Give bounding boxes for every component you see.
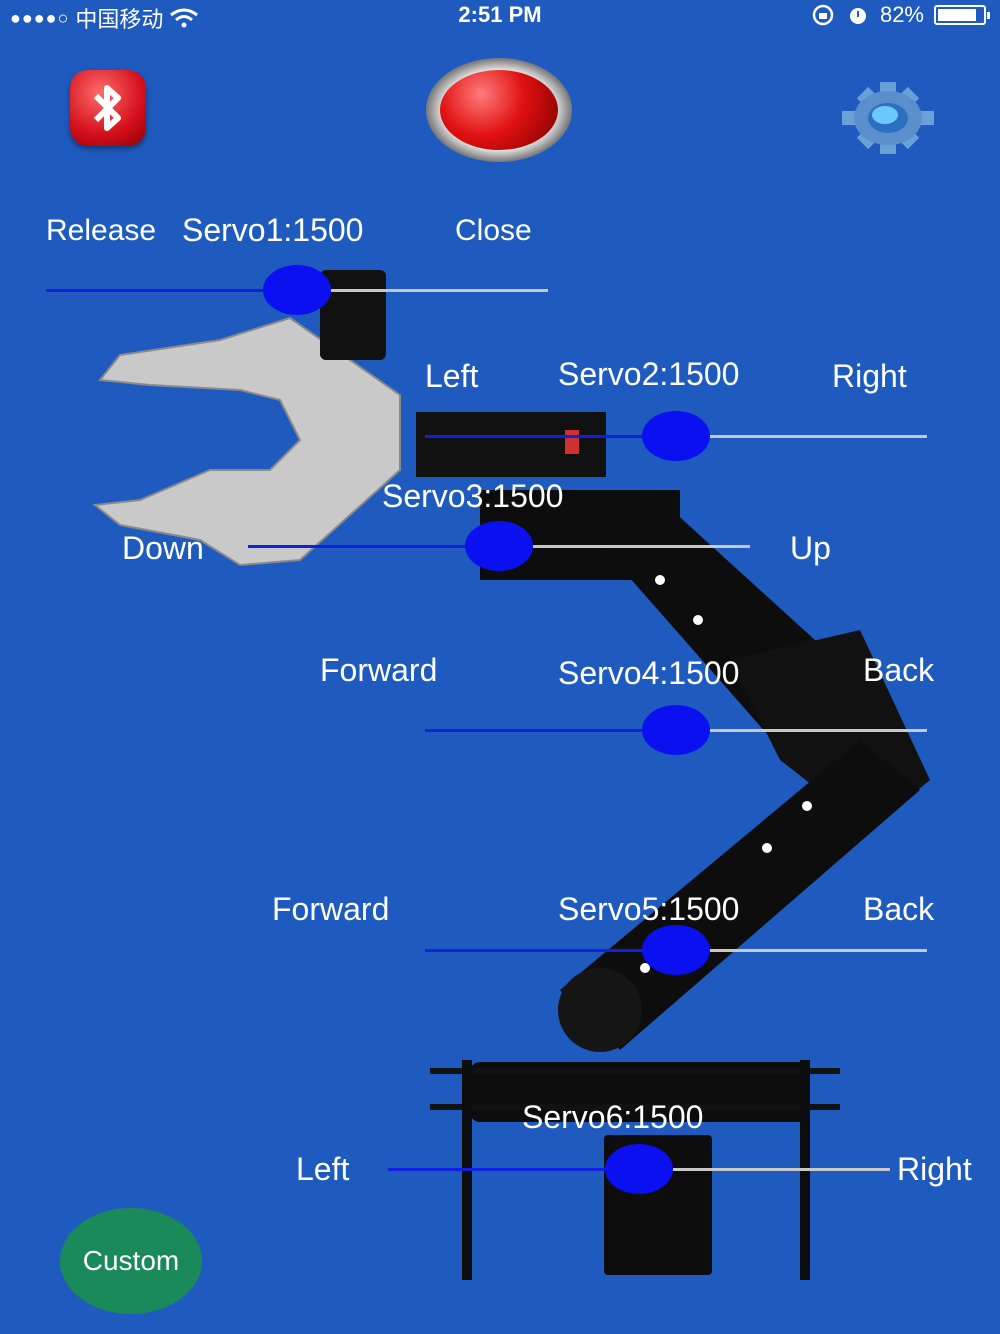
servo3-min-label: Down (122, 530, 204, 566)
slider-thumb[interactable] (465, 521, 533, 571)
alarm-icon (849, 8, 866, 24)
servo2-value-label: Servo2:1500 (558, 356, 740, 392)
servo5-max-label: Back (863, 891, 935, 927)
servo3-value-label: Servo3:1500 (382, 478, 564, 514)
slider-track-min (388, 1168, 639, 1171)
settings-button[interactable] (842, 82, 934, 154)
custom-button[interactable]: Custom (60, 1208, 202, 1314)
carrier-info: ●●●●○ 中国移动 (10, 2, 199, 34)
carrier-name: 中国移动 (75, 7, 164, 32)
slider-thumb[interactable] (263, 265, 331, 315)
servo4-slider[interactable] (425, 705, 927, 755)
record-icon (440, 70, 558, 150)
slider-track-max (639, 1168, 890, 1171)
servo3-slider[interactable] (248, 521, 750, 571)
servo5-min-label: Forward (272, 891, 390, 927)
system-indicators: 82% (810, 2, 990, 28)
bluetooth-button[interactable] (70, 70, 146, 146)
slider-track-min (425, 949, 676, 952)
slider-thumb[interactable] (642, 705, 710, 755)
slider-thumb[interactable] (642, 925, 710, 975)
servo6-slider[interactable] (388, 1144, 890, 1194)
status-bar: ●●●●○ 中国移动 2:51 PM 82% (0, 0, 1000, 32)
wifi-icon (170, 8, 199, 28)
servo2-max-label: Right (832, 358, 907, 394)
slider-track-min (425, 729, 676, 732)
servo6-max-label: Right (897, 1151, 972, 1187)
servo3-max-label: Up (790, 530, 831, 566)
slider-track-min (425, 435, 676, 438)
slider-thumb[interactable] (605, 1144, 673, 1194)
clock: 2:51 PM (458, 2, 542, 27)
servo4-min-label: Forward (320, 652, 438, 688)
shoulder-joint (558, 968, 642, 1052)
slider-track-min (46, 289, 297, 292)
slider-track-max (297, 289, 548, 292)
slider-track-max (499, 545, 750, 548)
servo2-slider[interactable] (425, 411, 927, 461)
gear-icon (842, 82, 934, 154)
servo1-min-label: Release (46, 214, 157, 247)
slider-thumb[interactable] (642, 411, 710, 461)
bluetooth-icon (93, 85, 121, 131)
servo5-slider[interactable] (425, 925, 927, 975)
slider-track-max (676, 729, 927, 732)
servo4-max-label: Back (863, 652, 935, 688)
servo2-min-label: Left (425, 358, 479, 394)
servo1-max-label: Close (455, 214, 532, 247)
servo6-value-label: Servo6:1500 (522, 1099, 704, 1135)
record-button[interactable] (426, 58, 572, 162)
slider-track-max (676, 435, 927, 438)
battery-icon (934, 5, 990, 25)
slider-track-max (676, 949, 927, 952)
servo4-value-label: Servo4:1500 (558, 655, 740, 691)
servo1-slider[interactable] (46, 265, 548, 315)
servo6-min-label: Left (296, 1151, 350, 1187)
signal-strength: ●●●●○ (10, 7, 70, 28)
servo5-value-label: Servo5:1500 (558, 891, 740, 927)
rotation-lock-icon (812, 4, 834, 26)
servo1-value-label: Servo1:1500 (182, 212, 364, 248)
slider-track-min (248, 545, 499, 548)
battery-percent: 82% (879, 2, 924, 27)
